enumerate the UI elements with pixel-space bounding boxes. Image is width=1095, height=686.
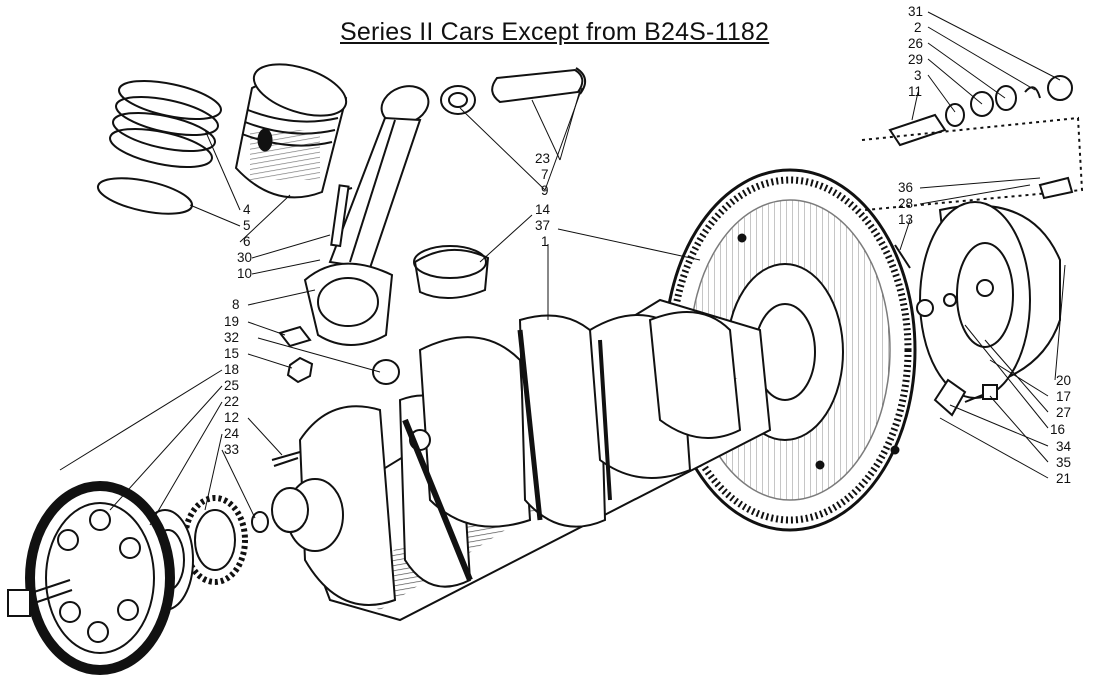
callout-25: 25	[224, 378, 240, 393]
callout-12: 12	[224, 410, 240, 425]
piston-rings	[96, 79, 222, 215]
bolt-and-tab-washer	[933, 378, 998, 417]
callout-30: 30	[237, 250, 253, 265]
callout-22: 22	[224, 394, 240, 409]
callout-8: 8	[232, 297, 240, 312]
diagram-title: Series II Cars Except from B24S-1182	[340, 18, 770, 46]
callout-13: 13	[898, 212, 914, 227]
callout-23: 23	[535, 151, 551, 166]
callout-5: 5	[243, 218, 251, 233]
callout-33: 33	[224, 442, 240, 457]
callout-16: 16	[1050, 422, 1066, 437]
dowel-assembly	[861, 75, 1084, 211]
gudgeon-pin-set	[440, 67, 587, 115]
callout-18: 18	[224, 362, 240, 377]
callout-10: 10	[237, 266, 253, 281]
callout-17: 17	[1056, 389, 1072, 404]
callout-32: 32	[224, 330, 240, 345]
bearing-shell	[413, 245, 490, 300]
callout-6: 6	[243, 234, 251, 249]
callout-3: 3	[914, 68, 922, 83]
callout-35: 35	[1056, 455, 1072, 470]
callout-37: 37	[535, 218, 551, 233]
callout-28: 28	[898, 196, 914, 211]
crankshaft	[271, 298, 772, 622]
callout-7: 7	[541, 167, 549, 182]
timing-sprocket	[182, 495, 269, 585]
callout-1: 1	[541, 234, 549, 249]
callout-27: 27	[1056, 405, 1072, 420]
connecting-rod	[303, 85, 430, 346]
flange-plate	[894, 201, 1061, 399]
callout-15: 15	[224, 346, 240, 361]
callout-2: 2	[914, 20, 922, 35]
callout-21: 21	[1056, 471, 1072, 486]
callout-14: 14	[535, 202, 551, 217]
small-fasteners	[271, 325, 400, 467]
callout-29: 29	[908, 52, 924, 67]
callout-20: 20	[1056, 373, 1072, 388]
leader-lines	[59, 11, 1066, 526]
piston	[234, 63, 348, 199]
callout-34: 34	[1056, 439, 1072, 454]
callout-36: 36	[898, 180, 914, 195]
callout-4: 4	[243, 202, 251, 217]
callout-26: 26	[908, 36, 924, 51]
callout-24: 24	[224, 426, 240, 441]
callout-11: 11	[908, 84, 923, 99]
flywheel	[663, 168, 917, 532]
callout-19: 19	[224, 314, 240, 329]
crankshaft-pulley	[7, 481, 175, 675]
callout-31: 31	[908, 4, 924, 19]
callout-9: 9	[541, 183, 549, 198]
